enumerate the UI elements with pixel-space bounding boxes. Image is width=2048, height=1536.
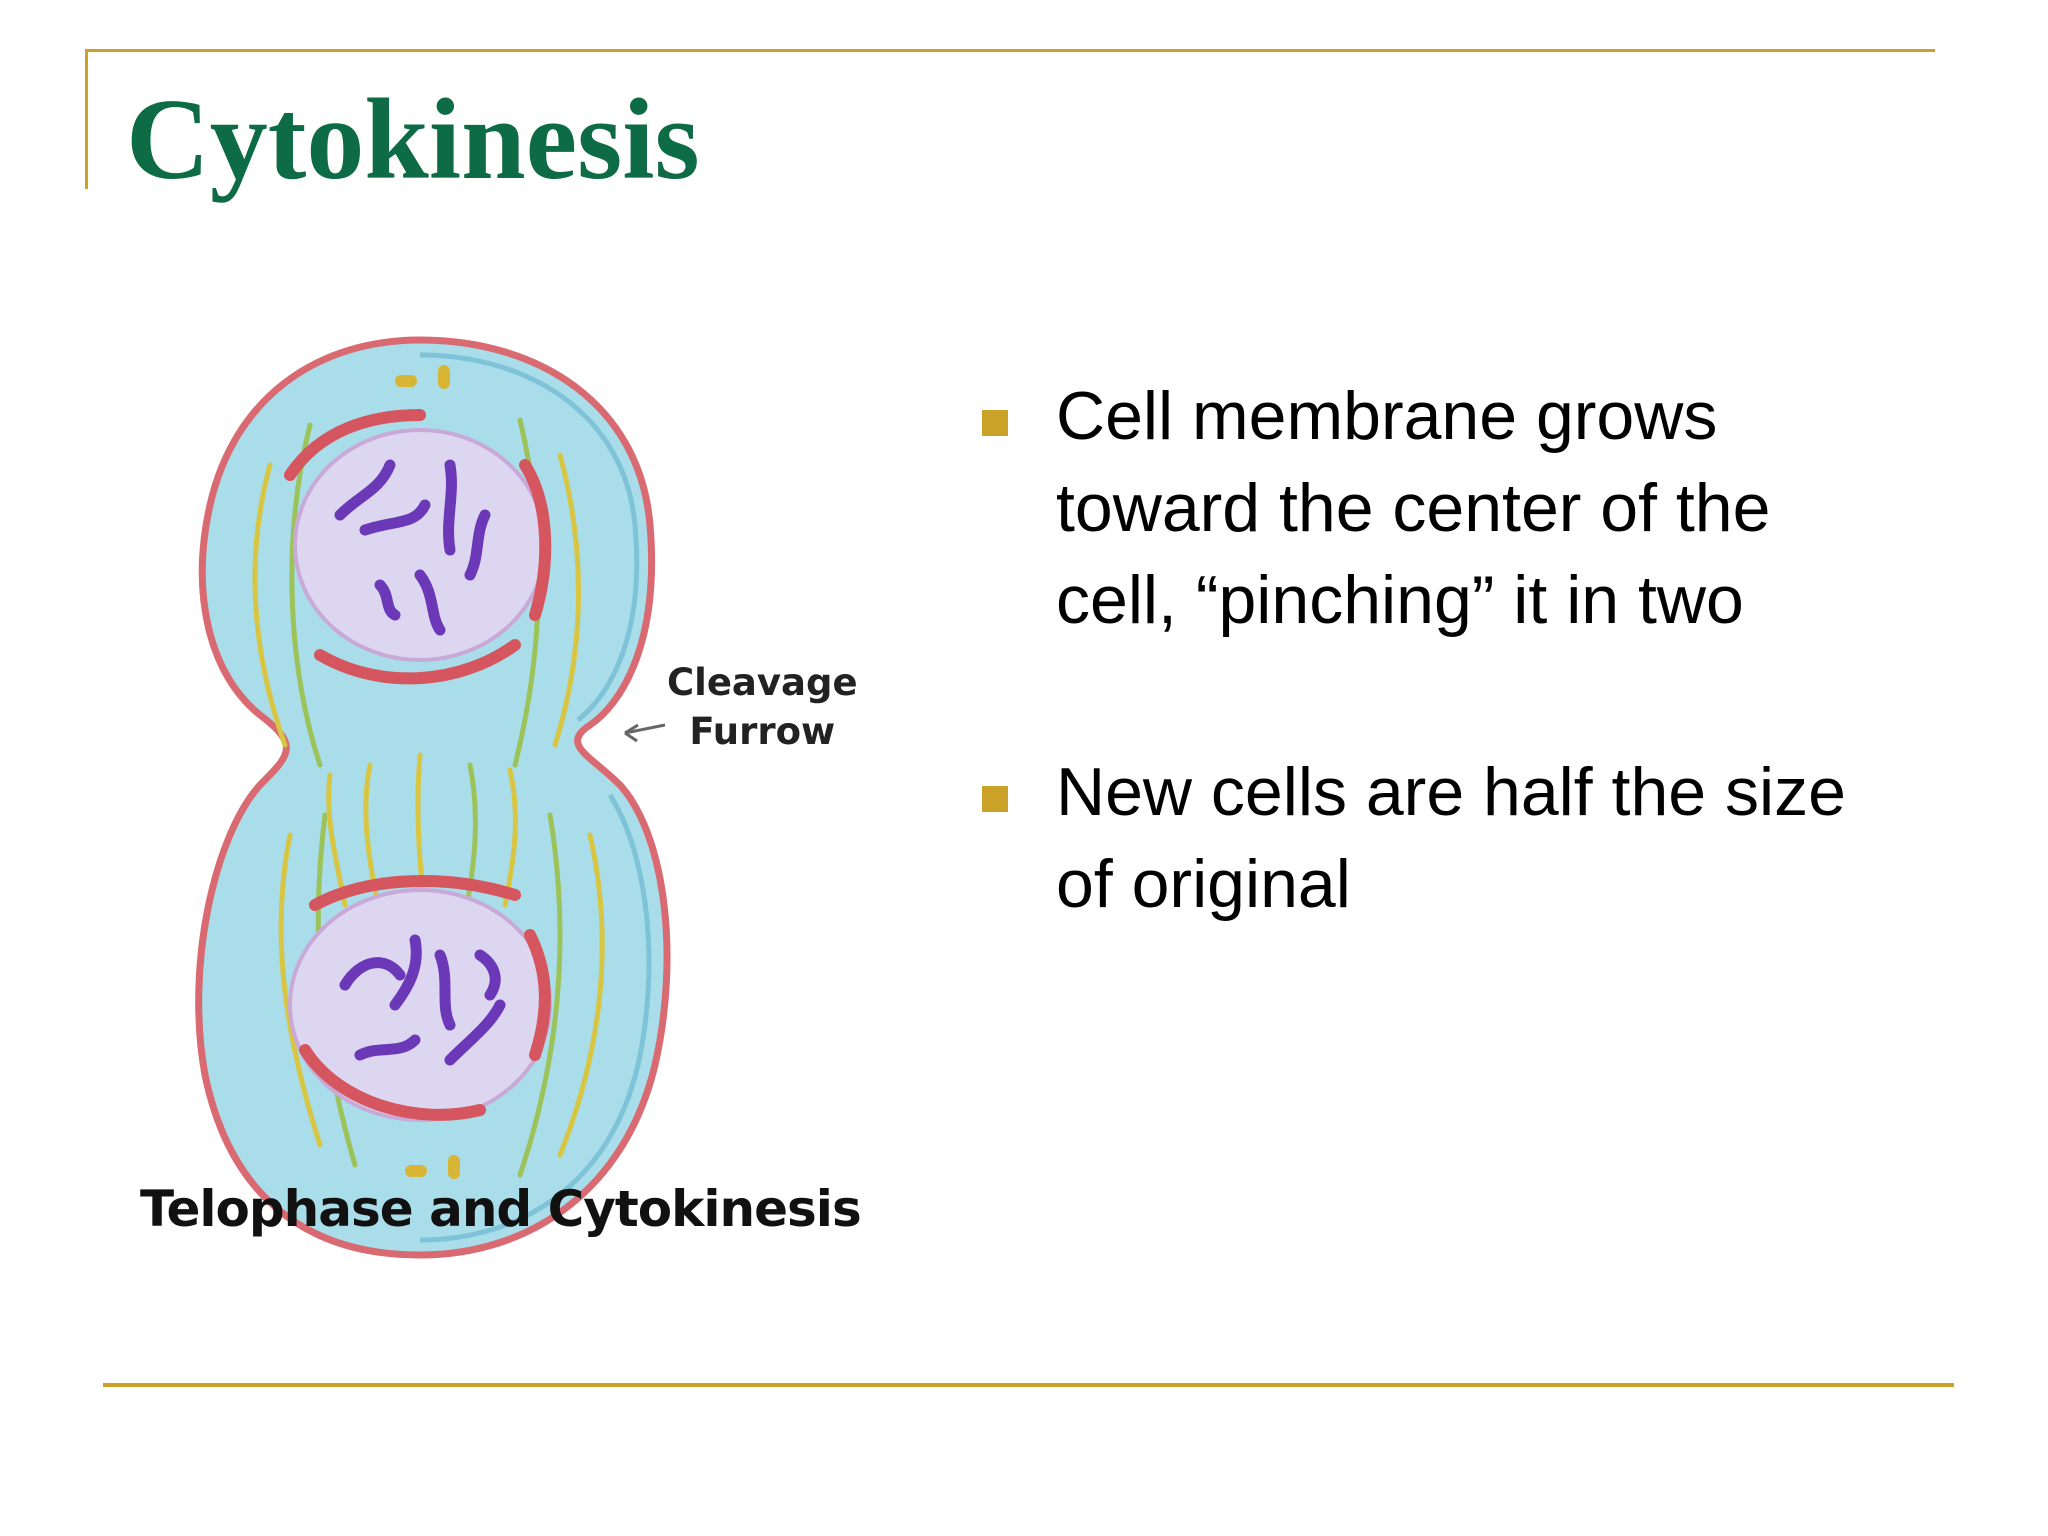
cell-division-illustration xyxy=(120,315,870,1265)
bullet-line: toward the center of the xyxy=(1056,470,1771,546)
bullet-line: of original xyxy=(1056,846,1351,922)
furrow-arrow xyxy=(624,723,666,735)
title-accent-bar xyxy=(85,49,88,189)
nucleus-top xyxy=(293,428,547,662)
furrow-label-line2: Furrow xyxy=(689,710,836,753)
bullet-line: Cell membrane grows xyxy=(1056,378,1718,454)
bottom-divider xyxy=(103,1383,1954,1387)
bullet-line: New cells are half the size xyxy=(1056,754,1846,830)
top-divider xyxy=(85,49,1935,52)
cleavage-furrow-label: Cleavage Furrow xyxy=(667,658,858,756)
bullet-line: cell, “pinching” it in two xyxy=(1056,562,1744,638)
square-bullet-icon xyxy=(982,786,1008,812)
nucleus-bottom xyxy=(288,888,552,1122)
bullet-item: New cells are half the size of original xyxy=(980,746,1960,930)
bullet-list: Cell membrane grows toward the center of… xyxy=(980,370,1960,930)
centriole-top xyxy=(395,375,417,387)
figure-caption: Telophase and Cytokinesis xyxy=(140,1180,862,1238)
bullet-item: Cell membrane grows toward the center of… xyxy=(980,370,1960,646)
furrow-label-line1: Cleavage xyxy=(667,661,858,704)
centriole-bottom xyxy=(405,1165,427,1177)
slide-title: Cytokinesis xyxy=(126,76,700,204)
square-bullet-icon xyxy=(982,410,1008,436)
